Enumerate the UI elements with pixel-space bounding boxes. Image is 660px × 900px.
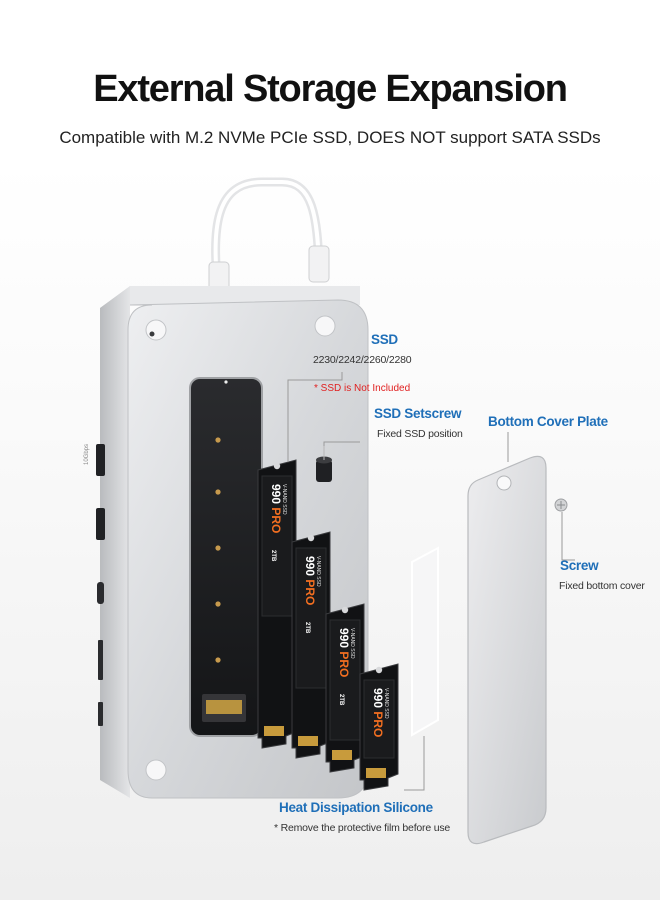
cover-plate-callout-title: Bottom Cover Plate xyxy=(488,414,608,429)
ssd-connector xyxy=(264,726,284,736)
ssd-model-text: 990 PRO xyxy=(303,556,317,605)
cover-screw xyxy=(554,498,568,512)
setscrew-callout-title: SSD Setscrew xyxy=(374,406,462,421)
ssd-callout-title: SSD xyxy=(371,332,398,347)
page-subtitle: Compatible with M.2 NVMe PCIe SSD, DOES … xyxy=(59,128,601,147)
usb-c-cable xyxy=(208,177,330,303)
ssd-brand-text: V-NAND SSD xyxy=(383,688,389,719)
ssd-model-text: 990 PRO xyxy=(371,688,385,737)
ssd-mount-notch xyxy=(307,534,315,542)
ssd-model-pro: PRO xyxy=(337,651,351,677)
ssd-model-pro: PRO xyxy=(269,507,283,533)
screw-callout-title: Screw xyxy=(560,558,599,573)
ssd-model-pro: PRO xyxy=(303,579,317,605)
ssd-model-text: 990 PRO xyxy=(269,484,283,533)
ssd-brand-text: V-NAND SSD xyxy=(315,556,321,587)
setscrew-callout-desc: Fixed SSD position xyxy=(377,428,463,440)
ssd-callout-sizes: 2230/2242/2260/2280 xyxy=(313,354,412,366)
screw-callout-desc: Fixed bottom cover xyxy=(559,580,645,592)
ssd-brand-text: V-NAND SSD xyxy=(349,628,355,659)
ssd-label xyxy=(295,547,327,689)
ssd-brand-text: V-NAND SSD xyxy=(281,484,287,515)
ssd-capacity-text: 2TB xyxy=(338,694,344,706)
ssd-capacity-text: 2TB xyxy=(270,550,276,562)
ssd-mount-notch xyxy=(341,606,349,614)
heat-silicone-pad xyxy=(411,546,439,737)
ssd-model-pro: PRO xyxy=(371,711,385,737)
ssd-mount-notch xyxy=(375,666,383,674)
ssd-setscrew xyxy=(316,446,332,482)
ssd-label xyxy=(261,475,293,617)
bottom-cover-plate xyxy=(467,455,547,845)
ssd-bay xyxy=(189,377,263,737)
leader-lines xyxy=(287,372,575,791)
ssd-connector xyxy=(298,736,318,746)
ssd-capacity-text: 2TB xyxy=(304,622,310,634)
page-title: External Storage Expansion xyxy=(93,68,568,110)
ssd-connector xyxy=(366,768,386,778)
ssd-mount-notch xyxy=(273,462,281,470)
silicone-callout-desc: * Remove the protective film before use xyxy=(274,822,451,834)
ssd-label xyxy=(363,679,395,759)
ssd-label xyxy=(329,619,361,741)
ssd-model-text: 990 PRO xyxy=(337,628,351,677)
silicone-callout-title: Heat Dissipation Silicone xyxy=(279,800,433,815)
svg-text:10Gbps: 10Gbps xyxy=(84,444,90,465)
side-ports: 10Gbps xyxy=(84,444,105,726)
ssd-not-included-note: * SSD is Not Included xyxy=(314,383,411,394)
ssd-connector xyxy=(332,750,352,760)
